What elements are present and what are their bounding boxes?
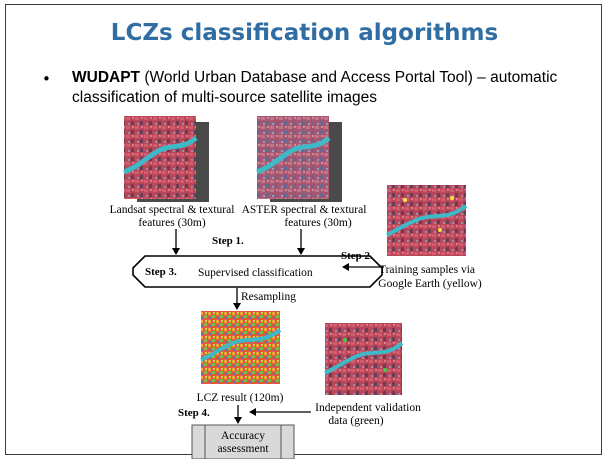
bullet-body: (World Urban Database and Access Portal … [72, 69, 558, 106]
svg-text:Accuracy: Accuracy [221, 430, 265, 442]
bullet-text: WUDAPT (World Urban Database and Access … [72, 68, 592, 108]
training-image [386, 185, 468, 256]
training-caption: Training samples via Google Earth (yello… [378, 264, 482, 290]
svg-text:data (green): data (green) [328, 415, 383, 427]
step4-label: Step 4. [178, 407, 210, 419]
bullet-bold: WUDAPT [72, 69, 141, 86]
svg-text:Google Earth (yellow): Google Earth (yellow) [378, 278, 482, 290]
aster-caption: ASTER spectral & textural features (30m) [242, 204, 367, 229]
slide-title: LCZs classification algorithms [110, 20, 499, 46]
bullet-marker: • [42, 70, 51, 88]
svg-text:Training samples via: Training samples via [379, 264, 475, 276]
supervised-label: Supervised classification [198, 267, 313, 279]
svg-text:features (30m): features (30m) [284, 217, 352, 229]
accuracy-assessment-box: Accuracy assessment [191, 424, 295, 459]
lcz-caption: LCZ result (120m) [197, 392, 284, 404]
supervised-classification-box [132, 255, 383, 288]
svg-text:features (30m): features (30m) [138, 217, 206, 229]
step3-label: Step 3. [145, 266, 177, 278]
svg-text:Independent validation: Independent validation [315, 402, 421, 414]
step2-label: Step 2. [341, 250, 373, 262]
svg-text:ASTER spectral & textural: ASTER spectral & textural [242, 204, 367, 216]
lcz-result-image [200, 311, 282, 384]
landsat-image [123, 116, 209, 202]
svg-text:assessment: assessment [217, 443, 269, 455]
step1-label: Step 1. [212, 235, 244, 247]
resampling-label: Resampling [241, 291, 296, 303]
slide-frame [5, 4, 602, 455]
aster-image [256, 116, 342, 202]
validation-caption: Independent validation data (green) [315, 402, 421, 427]
landsat-caption: Landsat spectral & textural features (30… [110, 204, 235, 229]
validation-image [324, 323, 404, 395]
svg-text:Landsat spectral & textural: Landsat spectral & textural [110, 204, 235, 216]
